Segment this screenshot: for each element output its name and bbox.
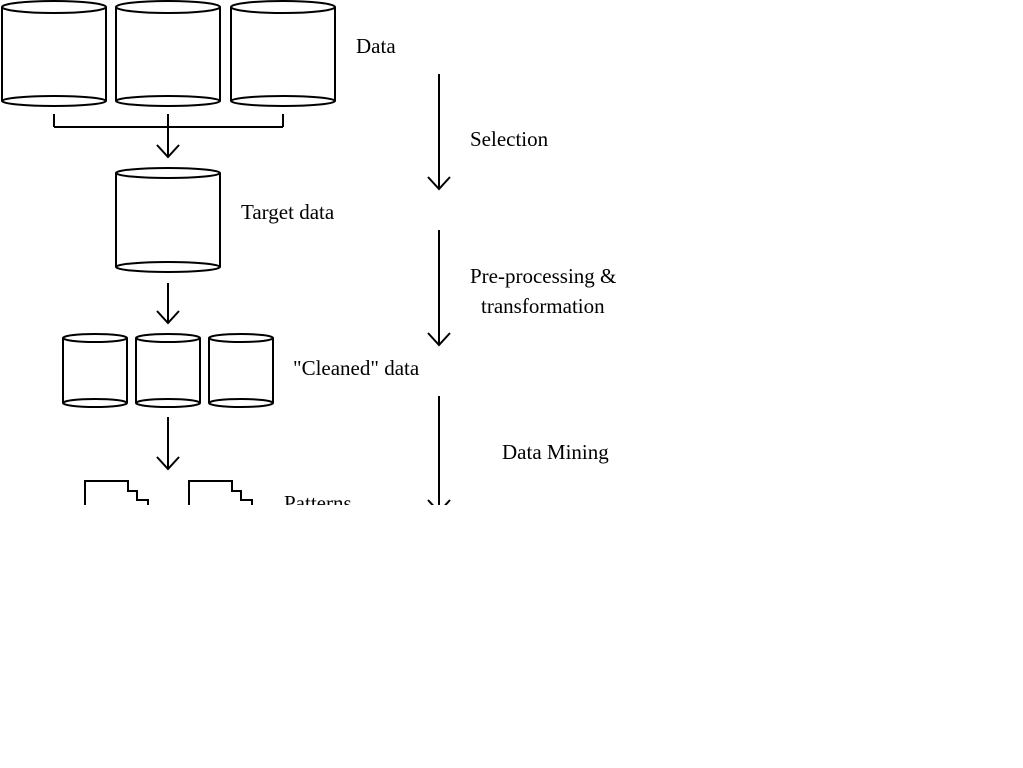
data-cylinder-2 bbox=[115, 0, 221, 107]
patterns-label: Patterns bbox=[284, 491, 352, 505]
data-mining-label: Data Mining bbox=[502, 440, 609, 464]
data-mining-arrow bbox=[427, 396, 451, 505]
cleaned-cylinder-2 bbox=[135, 333, 201, 408]
preprocessing-label-line1: Pre-processing & bbox=[470, 264, 616, 288]
cleaned-cylinder-1 bbox=[62, 333, 128, 408]
kdd-process-diagram: Data Target data "Cleaned" data Patterns… bbox=[1, 0, 616, 505]
selection-label: Selection bbox=[470, 127, 549, 151]
data-label: Data bbox=[356, 34, 396, 58]
diagram-viewport: Data Target data "Cleaned" data Patterns… bbox=[1, 0, 616, 505]
arrow-cleaned-to-patterns bbox=[156, 417, 180, 471]
preprocessing-arrow bbox=[427, 230, 451, 347]
data-cylinder-3 bbox=[230, 0, 336, 107]
cleaned-data-label: "Cleaned" data bbox=[293, 356, 420, 380]
pattern-document-2 bbox=[188, 480, 253, 505]
merge-bracket bbox=[53, 114, 284, 159]
target-data-cylinder bbox=[115, 167, 221, 273]
data-cylinder-1 bbox=[1, 0, 107, 107]
selection-arrow bbox=[427, 74, 451, 191]
target-data-label: Target data bbox=[241, 200, 335, 224]
preprocessing-label-line2: transformation bbox=[481, 294, 605, 318]
arrow-target-to-cleaned bbox=[156, 283, 180, 325]
cleaned-cylinder-3 bbox=[208, 333, 274, 408]
pattern-document-1 bbox=[84, 480, 149, 505]
